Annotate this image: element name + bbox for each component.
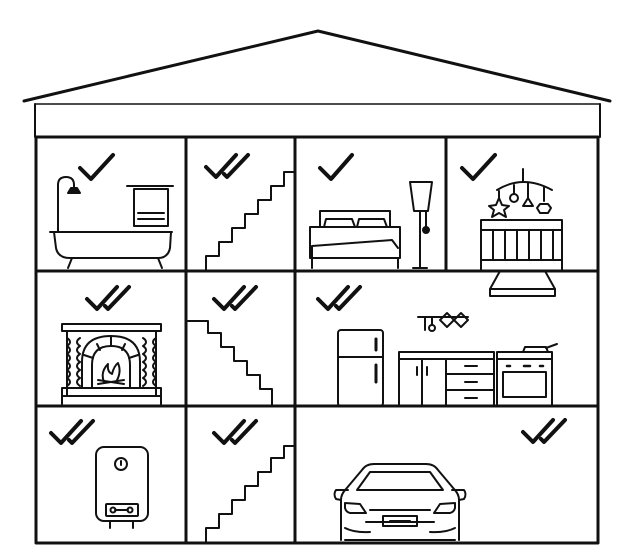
room-staircase-bottom (206, 421, 295, 542)
water-heater-icon (96, 447, 148, 528)
house-outline (24, 31, 610, 137)
checkmark-double (87, 287, 129, 309)
room-garage (335, 420, 566, 540)
staircase-icon (206, 446, 295, 542)
checkmark-single (80, 155, 113, 179)
bed-lamp-icon (310, 182, 432, 268)
car-icon (335, 464, 466, 540)
room-staircase-top (206, 155, 295, 270)
checkmark-single (462, 155, 495, 179)
checkmark-double (318, 287, 360, 309)
room-nursery (462, 155, 562, 296)
checkmark-double (214, 287, 256, 309)
fireplace-icon (62, 324, 161, 404)
checkmark-double (523, 420, 565, 442)
room-grid (36, 137, 598, 543)
staircase-icon (206, 172, 295, 270)
room-bedroom (310, 155, 432, 268)
room-living-room (62, 287, 161, 404)
checkmark-double (206, 155, 248, 177)
checkmark-single (320, 155, 352, 179)
room-boiler-room (51, 421, 148, 528)
checkmark-double (51, 421, 93, 443)
staircase-icon (188, 321, 272, 406)
room-kitchen (318, 287, 557, 406)
kitchen-icon (338, 313, 557, 406)
checkmark-double (214, 421, 256, 443)
room-bathroom (50, 155, 173, 268)
room-staircase-middle (188, 287, 272, 406)
bathtub-shower-icon (50, 177, 173, 268)
crib-mobile-icon (481, 169, 562, 296)
